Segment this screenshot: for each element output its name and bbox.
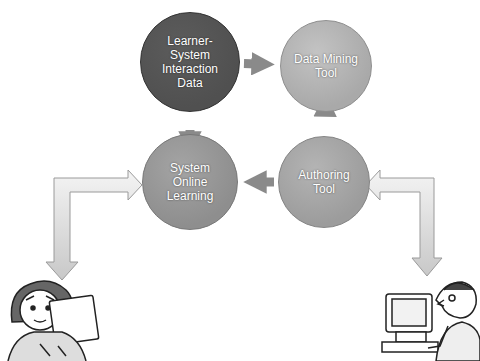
learner-figure [8,281,99,361]
process-circle: System Online Learning [142,134,238,230]
node-label: Data Mining Tool [291,52,361,80]
process-circle: Authoring Tool [278,136,370,228]
process-circle: Learner-System Interaction Data [140,12,240,112]
node-label: Authoring Tool [289,168,359,196]
process-circle: Data Mining Tool [280,20,372,112]
bent-arrow [46,170,142,280]
teacher-figure [382,282,480,361]
cycle-arrow [262,178,274,187]
cycle-arrow [321,112,330,116]
cycle-arrow [244,59,256,68]
node-label: Learner-System Interaction Data [155,34,225,90]
bent-arrow [366,170,442,276]
node-label: System Online Learning [155,161,225,203]
